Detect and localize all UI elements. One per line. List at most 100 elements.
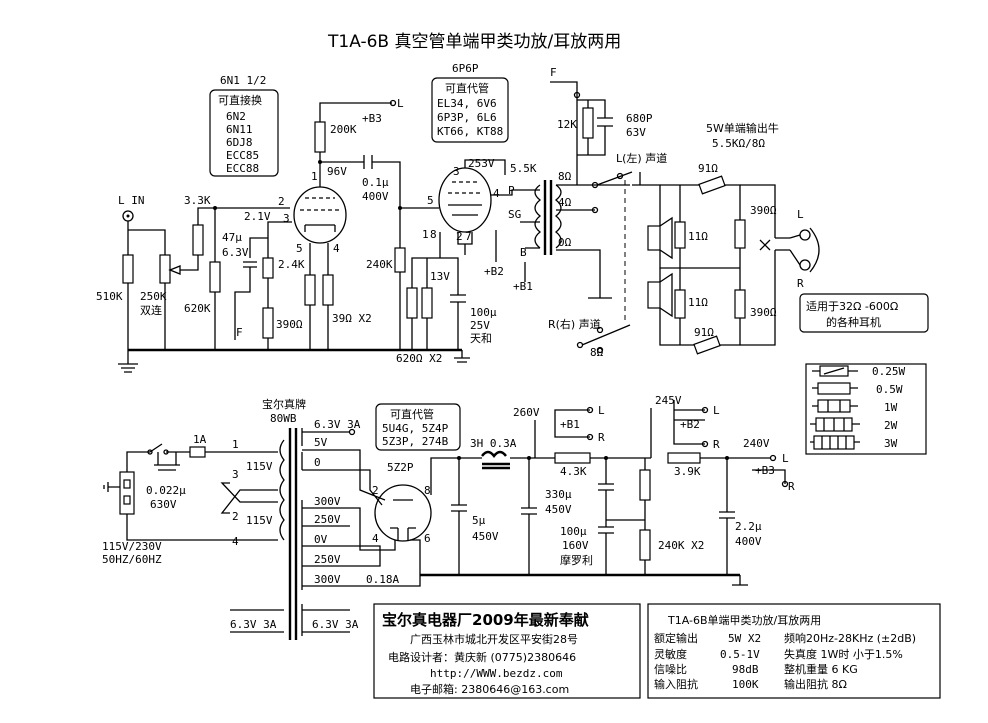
- cap-k-label: 47μ: [222, 231, 242, 244]
- tube-pin-5: 5: [296, 242, 303, 255]
- c3-v-label: 160V: [562, 539, 589, 552]
- spec-row-2-k: 信噪比: [654, 663, 687, 676]
- b2-pt-label: +B2: [484, 265, 504, 278]
- v3-label: 240V: [743, 437, 770, 450]
- maker-web: http://WWW.bezdz.com: [430, 667, 563, 680]
- right-channel-label: R(右) 声道: [548, 317, 601, 331]
- maker-address: 广西玉林市城北开发区平安街28号: [410, 632, 578, 646]
- primary-label: 5.5K: [510, 162, 537, 175]
- maker-box: [373, 603, 641, 699]
- sec-hv-2: 0V: [314, 533, 328, 546]
- c3-brand: 摩罗利: [560, 553, 593, 567]
- rect-sub-0: 5U4G, 5Z4P: [382, 422, 449, 435]
- preamp-sub-2: 6DJ8: [226, 136, 253, 149]
- spec-row-2-v: 98dB: [732, 663, 759, 676]
- c1-v-label: 450V: [472, 530, 499, 543]
- b3-label: +B3: [362, 112, 382, 125]
- r1-label: 4.3K: [560, 465, 587, 478]
- plate-v-label: 96V: [327, 165, 347, 178]
- k-cap-label: 100μ: [470, 306, 497, 319]
- k-r-label: 620Ω X2: [396, 352, 442, 365]
- primary-pin-3: 3: [232, 468, 239, 481]
- spec-row-3-k: 输入阻抗: [654, 677, 698, 691]
- grid-r-label: 240K: [366, 258, 393, 271]
- right-tap-label: 8Ω: [590, 346, 604, 359]
- fb-out-label: F: [550, 66, 557, 79]
- preamp-sub-4: ECC88: [226, 162, 259, 175]
- r-k-label: 2.4K: [278, 258, 305, 271]
- sec-hv-4: 300V: [314, 573, 341, 586]
- heater-right-label: 6.3V 3A: [312, 618, 359, 631]
- primary-pin-2: 2: [232, 510, 239, 523]
- preamp-sub-box: [209, 89, 279, 177]
- ps-l-2: L: [713, 404, 720, 417]
- ps-transformer-brand: 宝尔真牌: [262, 397, 306, 411]
- c3-label: 100μ: [560, 525, 587, 538]
- r2-label: 3.9K: [674, 465, 701, 478]
- pot-label: 250K: [140, 290, 167, 303]
- sec-hv-1: 250V: [314, 513, 341, 526]
- tube-6n1-label: 6N1 1/2: [220, 74, 266, 87]
- fb-c-label: 680P: [626, 112, 653, 125]
- r-series-91-bot: 91Ω: [694, 326, 714, 339]
- power-sub-1: 6P3P, 6L6: [437, 111, 497, 124]
- preamp-sub-1: 6N11: [226, 123, 253, 136]
- mains-label: 115V/230V: [102, 540, 162, 553]
- spec-row-1-v: 0.5-1V: [720, 648, 760, 661]
- hp-note-2: 的各种耳机: [826, 315, 881, 329]
- preamp-sub-title: 可直接换: [218, 93, 262, 107]
- c1-label: 5μ: [472, 514, 486, 527]
- r-shunt-bot: 11Ω: [688, 296, 708, 309]
- legend-item-4: 3W: [884, 437, 898, 450]
- cathode-v-label: 2.1V: [244, 210, 271, 223]
- hp-L-label: L: [797, 208, 804, 221]
- power-sub-title: 可直代管: [445, 81, 489, 95]
- primary-pin-4: 4: [232, 535, 239, 548]
- hv-current-label: 0.18A: [366, 573, 399, 586]
- r-shunt-top: 11Ω: [688, 230, 708, 243]
- sec-hv-0: 300V: [314, 495, 341, 508]
- legend-item-0: 0.25W: [872, 365, 905, 378]
- ps-l-1: L: [598, 404, 605, 417]
- plate-r-label: 200K: [330, 123, 357, 136]
- fb-label-pre: F: [236, 326, 243, 339]
- b-label: B: [520, 246, 527, 259]
- legend-item-1: 0.5W: [876, 383, 903, 396]
- ps-b3-label: +B3: [755, 464, 775, 477]
- sec-0-label: 0: [314, 456, 321, 469]
- hp-R-label: R: [797, 277, 804, 290]
- choke-label: 3H 0.3A: [470, 437, 517, 450]
- k-cap-brand: 天和: [470, 332, 492, 345]
- spec-row-3-x: 输出阻抗 8Ω: [784, 677, 847, 691]
- primary-v-2: 115V: [246, 514, 273, 527]
- schematic-title: T1A-6B 真空管单端甲类功放/耳放两用: [327, 32, 621, 52]
- spec-box: [647, 603, 941, 699]
- screen-v-label: 253V: [468, 157, 495, 170]
- c4-label: 2.2μ: [735, 520, 762, 533]
- c2-v-label: 450V: [545, 503, 572, 516]
- hp-note-1: 适用于32Ω -600Ω: [806, 300, 898, 313]
- sg-label: SG: [508, 208, 521, 221]
- primary-pin-1: 1: [232, 438, 239, 451]
- power-pin-1: 1: [422, 228, 429, 241]
- transformer-note: 5W单端输出牛: [706, 121, 779, 135]
- ps-l-3: L: [782, 452, 789, 465]
- rect-pin-8: 8: [424, 484, 431, 497]
- power-pin-5: 5: [427, 194, 434, 207]
- ps-b1-label: +B1: [560, 418, 580, 431]
- power-pin-8: 8: [430, 228, 437, 241]
- c2-label: 330μ: [545, 488, 572, 501]
- spec-row-3-v: 100K: [732, 678, 759, 691]
- transformer-z: 5.5KΩ/8Ω: [712, 137, 765, 150]
- tube-pin-4: 4: [333, 242, 340, 255]
- r-input-label: 510K: [96, 290, 123, 303]
- rect-sub-1: 5Z3P, 274B: [382, 435, 449, 448]
- rectifier-name: 5Z2P: [387, 461, 414, 474]
- fb-c-v-label: 63V: [626, 126, 646, 139]
- tube-pin-2: 2: [278, 195, 285, 208]
- maker-designer: 电路设计者：黄庆新 (0775)2380646: [388, 650, 576, 664]
- k-cap-v-label: 25V: [470, 319, 490, 332]
- tap-0-label: 0Ω: [558, 236, 572, 249]
- heater-r-label: 39Ω X2: [332, 312, 372, 325]
